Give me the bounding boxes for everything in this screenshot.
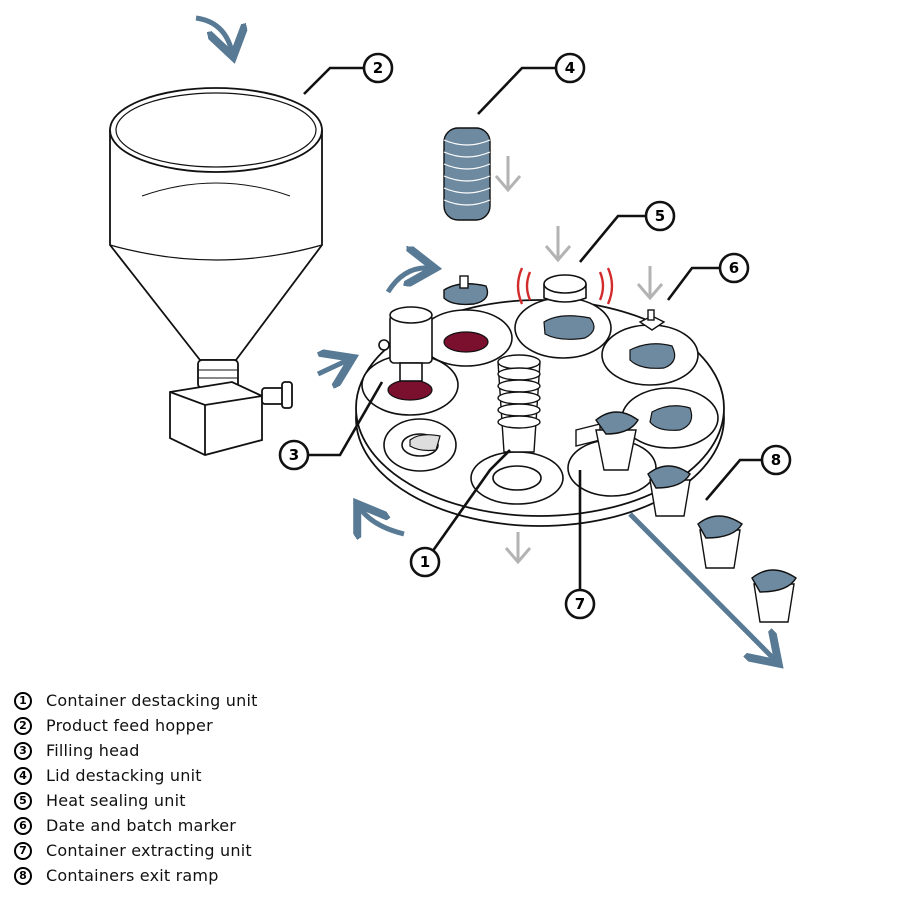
legend-label: Product feed hopper [46, 716, 213, 735]
legend-label: Date and batch marker [46, 816, 237, 835]
legend-label: Container destacking unit [46, 691, 258, 710]
lid-stack [443, 127, 491, 221]
callout-number: 2 [373, 59, 383, 77]
callout-circle [718, 252, 750, 284]
lids-on-table [409, 315, 693, 452]
callout-number: 3 [289, 446, 299, 464]
legend-item: 2 Product feed hopper [14, 713, 258, 738]
legend-number-badge: 3 [14, 741, 32, 760]
callout-circle [278, 439, 310, 471]
legend-number-badge: 7 [14, 841, 32, 860]
flow-arrows [318, 268, 775, 660]
legend-label: Container extracting unit [46, 841, 252, 860]
callout-circle [564, 588, 596, 620]
callout-number: 7 [575, 595, 585, 613]
gray-down-arrows [494, 156, 664, 565]
legend-number-badge: 8 [14, 866, 32, 885]
heat-waves-icon [516, 267, 614, 305]
filling-head [378, 306, 433, 382]
callout-number: 6 [729, 259, 739, 277]
legend-item: 1 Container destacking unit [14, 688, 258, 713]
exiting-containers [647, 465, 797, 623]
product-feed-hopper [109, 87, 323, 456]
heat-sealing-head [543, 274, 587, 303]
legend-number-badge: 1 [14, 691, 32, 710]
legend-item: 5 Heat sealing unit [14, 788, 258, 813]
rotary-filling-machine-diagram: 1 2 3 4 5 6 7 8 [109, 15, 797, 680]
station-plates [361, 297, 719, 505]
legend-number-badge: 2 [14, 716, 32, 735]
lid-pick-unit [443, 275, 489, 306]
callout-leaders [303, 66, 762, 590]
callout-number: 1 [420, 553, 430, 571]
container-destacking-stack [497, 354, 541, 453]
legend-number-badge: 6 [14, 816, 32, 835]
legend-label: Lid destacking unit [46, 766, 202, 785]
callout-markers: 1 2 3 4 5 6 7 8 [278, 52, 792, 620]
callout-circle [554, 52, 586, 84]
legend-label: Filling head [46, 741, 140, 760]
legend-number-badge: 5 [14, 791, 32, 810]
legend-number-badge: 4 [14, 766, 32, 785]
callout-number: 5 [655, 207, 665, 225]
callout-circle [362, 52, 394, 84]
legend-item: 3 Filling head [14, 738, 258, 763]
legend-item: 8 Containers exit ramp [14, 863, 258, 888]
date-batch-marker [638, 309, 666, 331]
legend-label: Heat sealing unit [46, 791, 186, 810]
legend-item: 4 Lid destacking unit [14, 763, 258, 788]
callout-circle [644, 200, 676, 232]
callout-circle [409, 546, 441, 578]
legend-item: 6 Date and batch marker [14, 813, 258, 838]
hopper-inflow-arrow [195, 15, 232, 52]
legend-list: 1 Container destacking unit 2 Product feed … [14, 688, 258, 888]
callout-circle [760, 444, 792, 476]
callout-number: 8 [771, 451, 781, 469]
legend-item: 7 Container extracting unit [14, 838, 258, 863]
container-extracting-unit [575, 411, 639, 471]
callout-number: 4 [565, 59, 575, 77]
legend-label: Containers exit ramp [46, 866, 219, 885]
